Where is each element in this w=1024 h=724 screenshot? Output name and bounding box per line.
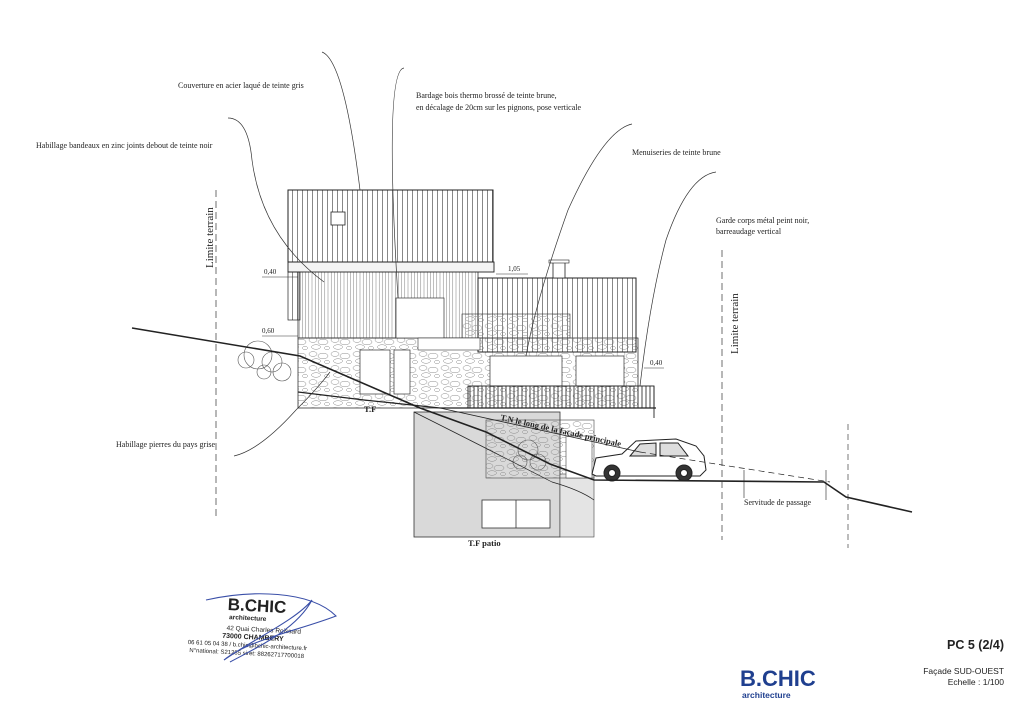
- stamp-subtitle: architecture: [229, 614, 267, 623]
- chimney: [552, 261, 566, 279]
- annotation-stone: Habillage pierres du pays grise: [116, 440, 216, 449]
- window-ground-b: [575, 355, 625, 387]
- dimension-d1: 0,40: [264, 268, 277, 276]
- boundary-label-left: Limite terrain: [204, 207, 216, 268]
- annotation-cladding-2: en décalage de 20cm sur les pignons, pos…: [416, 103, 582, 112]
- timber-cladding-left: [297, 269, 479, 339]
- annotation-fascia: Habillage bandeaux en zinc joints debout…: [36, 141, 213, 150]
- leader-lines: [227, 51, 717, 457]
- roof-window: [330, 211, 346, 226]
- stamp-brand: B.CHIC: [227, 595, 286, 617]
- signature: [205, 593, 337, 663]
- finished-ground-line: [297, 391, 441, 409]
- level-tf-patio: T.F patio: [468, 538, 501, 548]
- window-upper: [395, 297, 445, 339]
- sheet-number: PC 5 (2/4): [947, 638, 1004, 652]
- title-logo: B.CHIC: [740, 666, 816, 691]
- level-tf: T.F: [364, 404, 376, 414]
- scale-label: Echelle : 1/100: [948, 677, 1005, 687]
- natural-ground-line: [131, 327, 913, 513]
- terrain: [131, 327, 913, 548]
- dimension-d3: 1,05: [508, 265, 521, 273]
- door-left-b: [393, 349, 411, 395]
- dimension-d4: 0,40: [650, 359, 663, 367]
- patio-retaining-wall: [559, 473, 595, 538]
- stamp-address: 42 Quai Charles Roissard: [226, 625, 301, 636]
- dimension-lines: [262, 273, 664, 369]
- building: [287, 189, 656, 538]
- annotation-joinery: Menuiseries de teinte brune: [632, 148, 721, 157]
- fascia-band: [287, 261, 495, 273]
- annotation-roof: Couverture en acier laqué de teinte gris: [178, 81, 304, 90]
- slope-line: [439, 407, 641, 453]
- stamp-city: 73000 CHAMBERY: [222, 633, 284, 643]
- car: [591, 438, 707, 482]
- architect-stamp: B.CHIC architecture 42 Quai Charles Rois…: [188, 595, 308, 660]
- dormer-stone: [461, 313, 571, 339]
- annotation-cladding-1: Bardage bois thermo brossé de teinte bru…: [416, 91, 557, 100]
- title-logo-subtitle: architecture: [742, 690, 791, 700]
- dimension-d2: 0,60: [262, 327, 275, 335]
- easement-line: [639, 451, 831, 483]
- roof-main: [287, 189, 494, 263]
- annotation-railing-1: Garde corps métal peint noir,: [716, 216, 809, 225]
- annotation-railing-2: barreaudage vertical: [716, 227, 782, 236]
- boundary-label-right: Limite terrain: [729, 293, 741, 354]
- zinc-side-band: [287, 271, 301, 321]
- view-name: Façade SUD-OUEST: [923, 666, 1004, 676]
- easement-label: Servitude de passage: [744, 498, 812, 507]
- door-left: [359, 349, 391, 395]
- window-ground: [489, 355, 563, 387]
- balcony-railing: [467, 385, 655, 409]
